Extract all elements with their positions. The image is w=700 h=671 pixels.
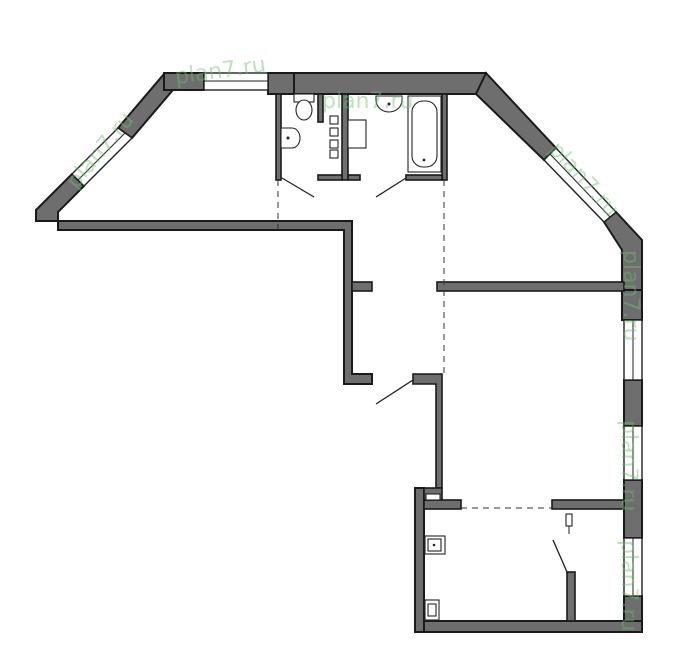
watermark-left-diagonal: plan7.ru [61,108,139,194]
window-right-3 [623,537,643,597]
watermark-top-center: plan7.ru [322,89,413,114]
door-kitchen [552,539,568,573]
closet-box [425,493,441,501]
wall-top-mid-left [267,72,295,95]
wall-kitchen-top-right [551,499,625,510]
watermark-right-2: plan7.ru [616,420,641,511]
wall-wc-right [317,93,324,123]
interior-walls [275,93,625,622]
wall-bath-bottom-left [347,174,361,181]
wall-corridor-right [412,373,443,489]
bathtub-icon [407,95,442,173]
wall-right-diagonal-upper [474,71,558,162]
wall-bath-bottom-right [405,174,443,181]
wall-kitchen-partition [566,571,576,622]
watermark-right-3: plan7.ru [616,540,641,631]
windows [71,72,643,597]
toilet-icon [293,93,315,121]
kitchen-sink-icon [424,535,446,555]
wall-left-room-bottom [57,220,373,385]
watermark-right-diagonal: plan7.ru [544,137,624,222]
door-wc [281,177,315,198]
door-corridor [375,379,414,405]
wall-bottom-room-left [414,487,425,633]
door-bath [375,177,407,198]
window-right-1 [623,319,643,381]
stove-icon [424,599,440,621]
wall-closet-top [423,499,462,510]
radiator-icon [565,513,573,534]
wall-wc-bottom [317,174,343,181]
window-left-diagonal [71,127,134,187]
watermark-right-1: plan7.ru [618,250,643,341]
wall-room-right-top [436,281,625,292]
window-right-2 [623,425,643,481]
wall-wc-left [275,93,282,181]
dashed-dividers [277,180,552,509]
shelves-icon [329,115,367,159]
doors [281,177,568,573]
window-top-left [203,72,269,91]
wall-bottom [414,620,643,633]
wall-bath-right [441,93,448,181]
bath-sink-icon [375,95,403,113]
fixtures [280,93,573,621]
wall-hall-stub-left [351,281,373,292]
window-right-diagonal [543,146,618,223]
wc-sink-icon [280,127,301,149]
